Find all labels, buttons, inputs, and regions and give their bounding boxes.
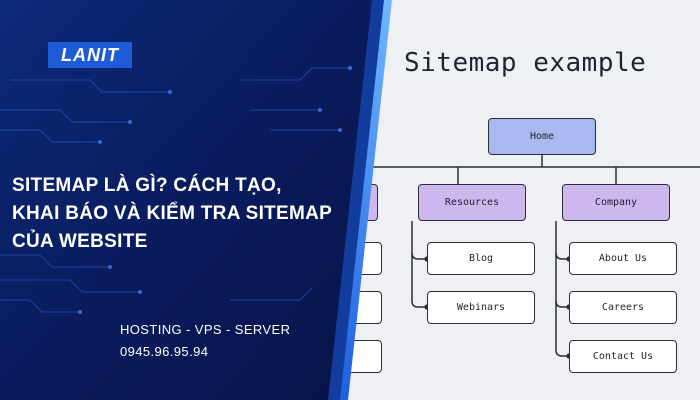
node-category-resources-label: Resources xyxy=(444,197,500,208)
node-category-hidden xyxy=(300,184,378,221)
node-leaf-hidden-2 xyxy=(300,291,382,324)
node-leaf-contact-us: Contact Us xyxy=(569,340,677,373)
node-leaf-blog: Blog xyxy=(427,242,535,275)
node-leaf-hidden-1 xyxy=(300,242,382,275)
sitemap-title: Sitemap example xyxy=(404,48,647,78)
node-leaf-hidden-3-label: ing xyxy=(330,351,349,362)
node-home-label: Home xyxy=(529,131,555,142)
node-leaf-webinars-label: Webinars xyxy=(456,302,506,313)
node-leaf-about-us: About Us xyxy=(569,242,677,275)
node-home: Home xyxy=(488,118,596,155)
node-leaf-webinars: Webinars xyxy=(427,291,535,324)
node-leaf-contact-us-label: Contact Us xyxy=(592,351,654,362)
node-leaf-about-us-label: About Us xyxy=(598,253,648,264)
node-leaf-careers-label: Careers xyxy=(601,302,645,313)
node-leaf-careers: Careers xyxy=(569,291,677,324)
node-category-company-label: Company xyxy=(594,197,638,208)
node-category-company: Company xyxy=(562,184,670,221)
node-category-resources: Resources xyxy=(418,184,526,221)
node-leaf-blog-label: Blog xyxy=(468,253,494,264)
node-leaf-hidden-3: ing xyxy=(300,340,382,373)
